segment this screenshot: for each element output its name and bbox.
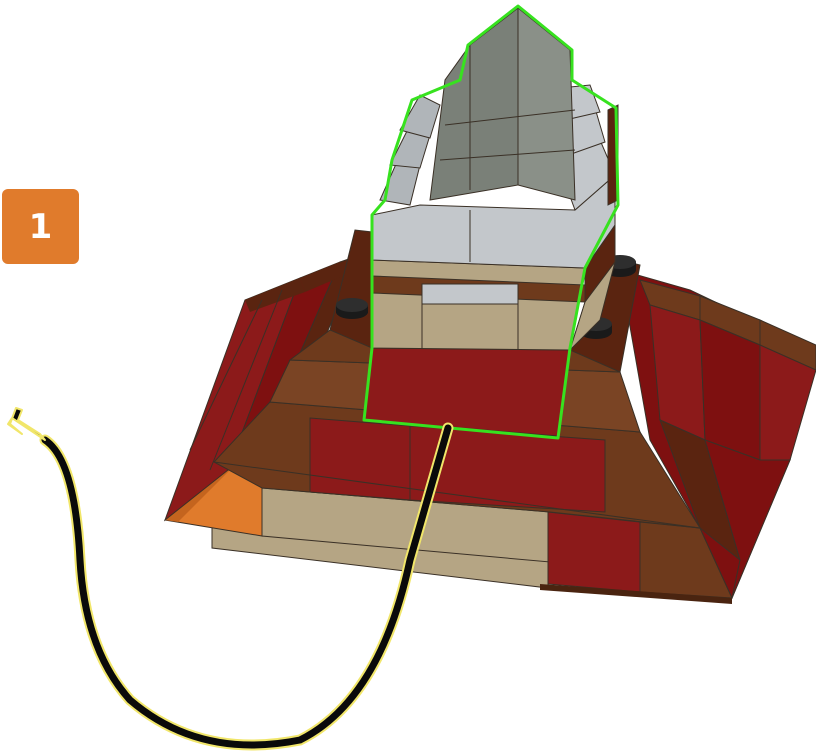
top-tan-body bbox=[372, 260, 585, 350]
top-ridge-right-face bbox=[518, 8, 575, 200]
front-red-tile-right bbox=[548, 512, 640, 592]
top-ridge-left-face bbox=[430, 8, 518, 200]
cable-connector bbox=[8, 408, 45, 440]
top-window-gray bbox=[422, 284, 518, 304]
front-red-tile-left bbox=[310, 418, 410, 500]
